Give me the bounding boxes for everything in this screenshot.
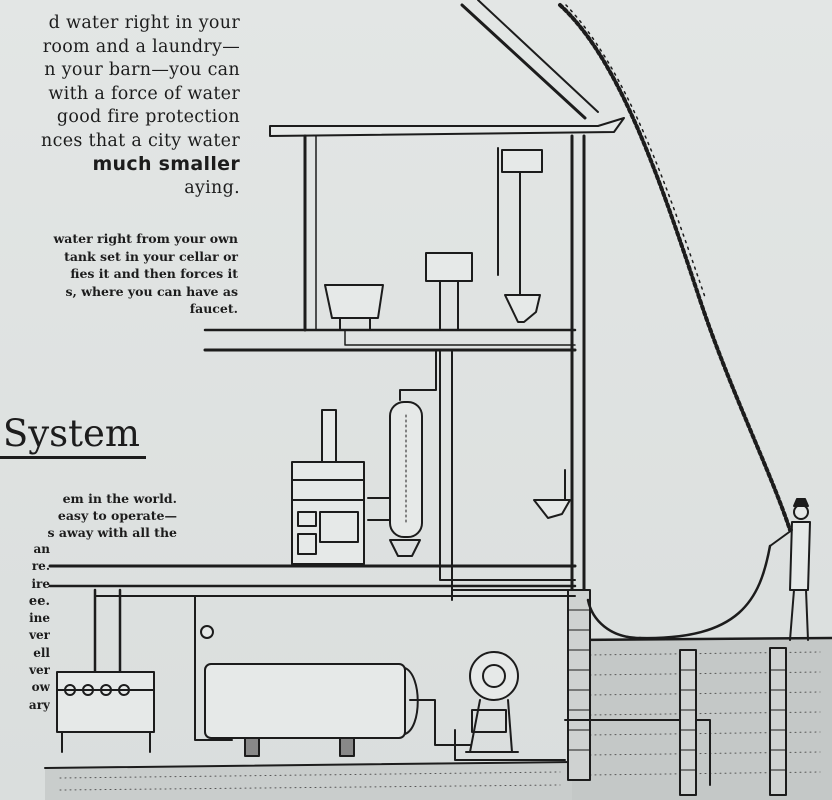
section-paragraph: em in the world. easy to operate— s away… (0, 490, 177, 541)
fragment-line: ver (29, 663, 50, 678)
house-frame (48, 0, 625, 781)
lead-line: room and a laundry— (42, 36, 240, 57)
fragment-line-emphasis: ee. (28, 593, 50, 609)
body-line: tank set in your cellar or (64, 248, 238, 264)
fragment-line: ine (29, 611, 50, 626)
fragment-line: ver (29, 628, 50, 643)
fragment-line: ary (28, 697, 50, 712)
body-paragraph: water right from your own tank set in yo… (0, 230, 238, 318)
lead-line: with a force of water (48, 83, 240, 104)
section-line: em in the world. (62, 491, 177, 506)
lead-line: aying. (184, 177, 240, 198)
basement-equipment (56, 651, 519, 757)
fireman-figure (586, 498, 811, 641)
ground (44, 636, 832, 800)
water-stream (558, 3, 792, 532)
section-line: s away with all the (47, 525, 177, 540)
lead-line: nces that a city water (41, 130, 240, 151)
fragment-line: ell (33, 645, 50, 660)
fragment-line: re. (31, 559, 50, 574)
fragment-line: an (33, 542, 51, 556)
section-line: easy to operate— (57, 508, 177, 523)
body-line: faucet. (189, 301, 238, 316)
fragment-line: ire (31, 576, 50, 591)
column-fragment: an re. ire ee. ine ver ell ver ow ary (0, 541, 50, 714)
bathroom-fixtures (324, 147, 543, 331)
fragment-line: ow (31, 680, 50, 695)
lead-line: n your barn—you can (44, 60, 240, 80)
body-line: water right from your own (53, 231, 238, 246)
kitchen-fixtures (291, 349, 571, 601)
lead-line: d water right in your (48, 13, 240, 33)
lead-line-emphasis: much smaller (92, 153, 240, 175)
supply-pipes (93, 329, 711, 786)
lead-line: good fire protection (56, 107, 240, 127)
well-casing (679, 647, 787, 796)
body-line: fies it and then forces it (70, 266, 238, 281)
lead-paragraph: d water right in your room and a laundry… (0, 12, 240, 200)
section-heading: System (0, 412, 146, 459)
body-line: s, where you can have as (65, 283, 238, 299)
